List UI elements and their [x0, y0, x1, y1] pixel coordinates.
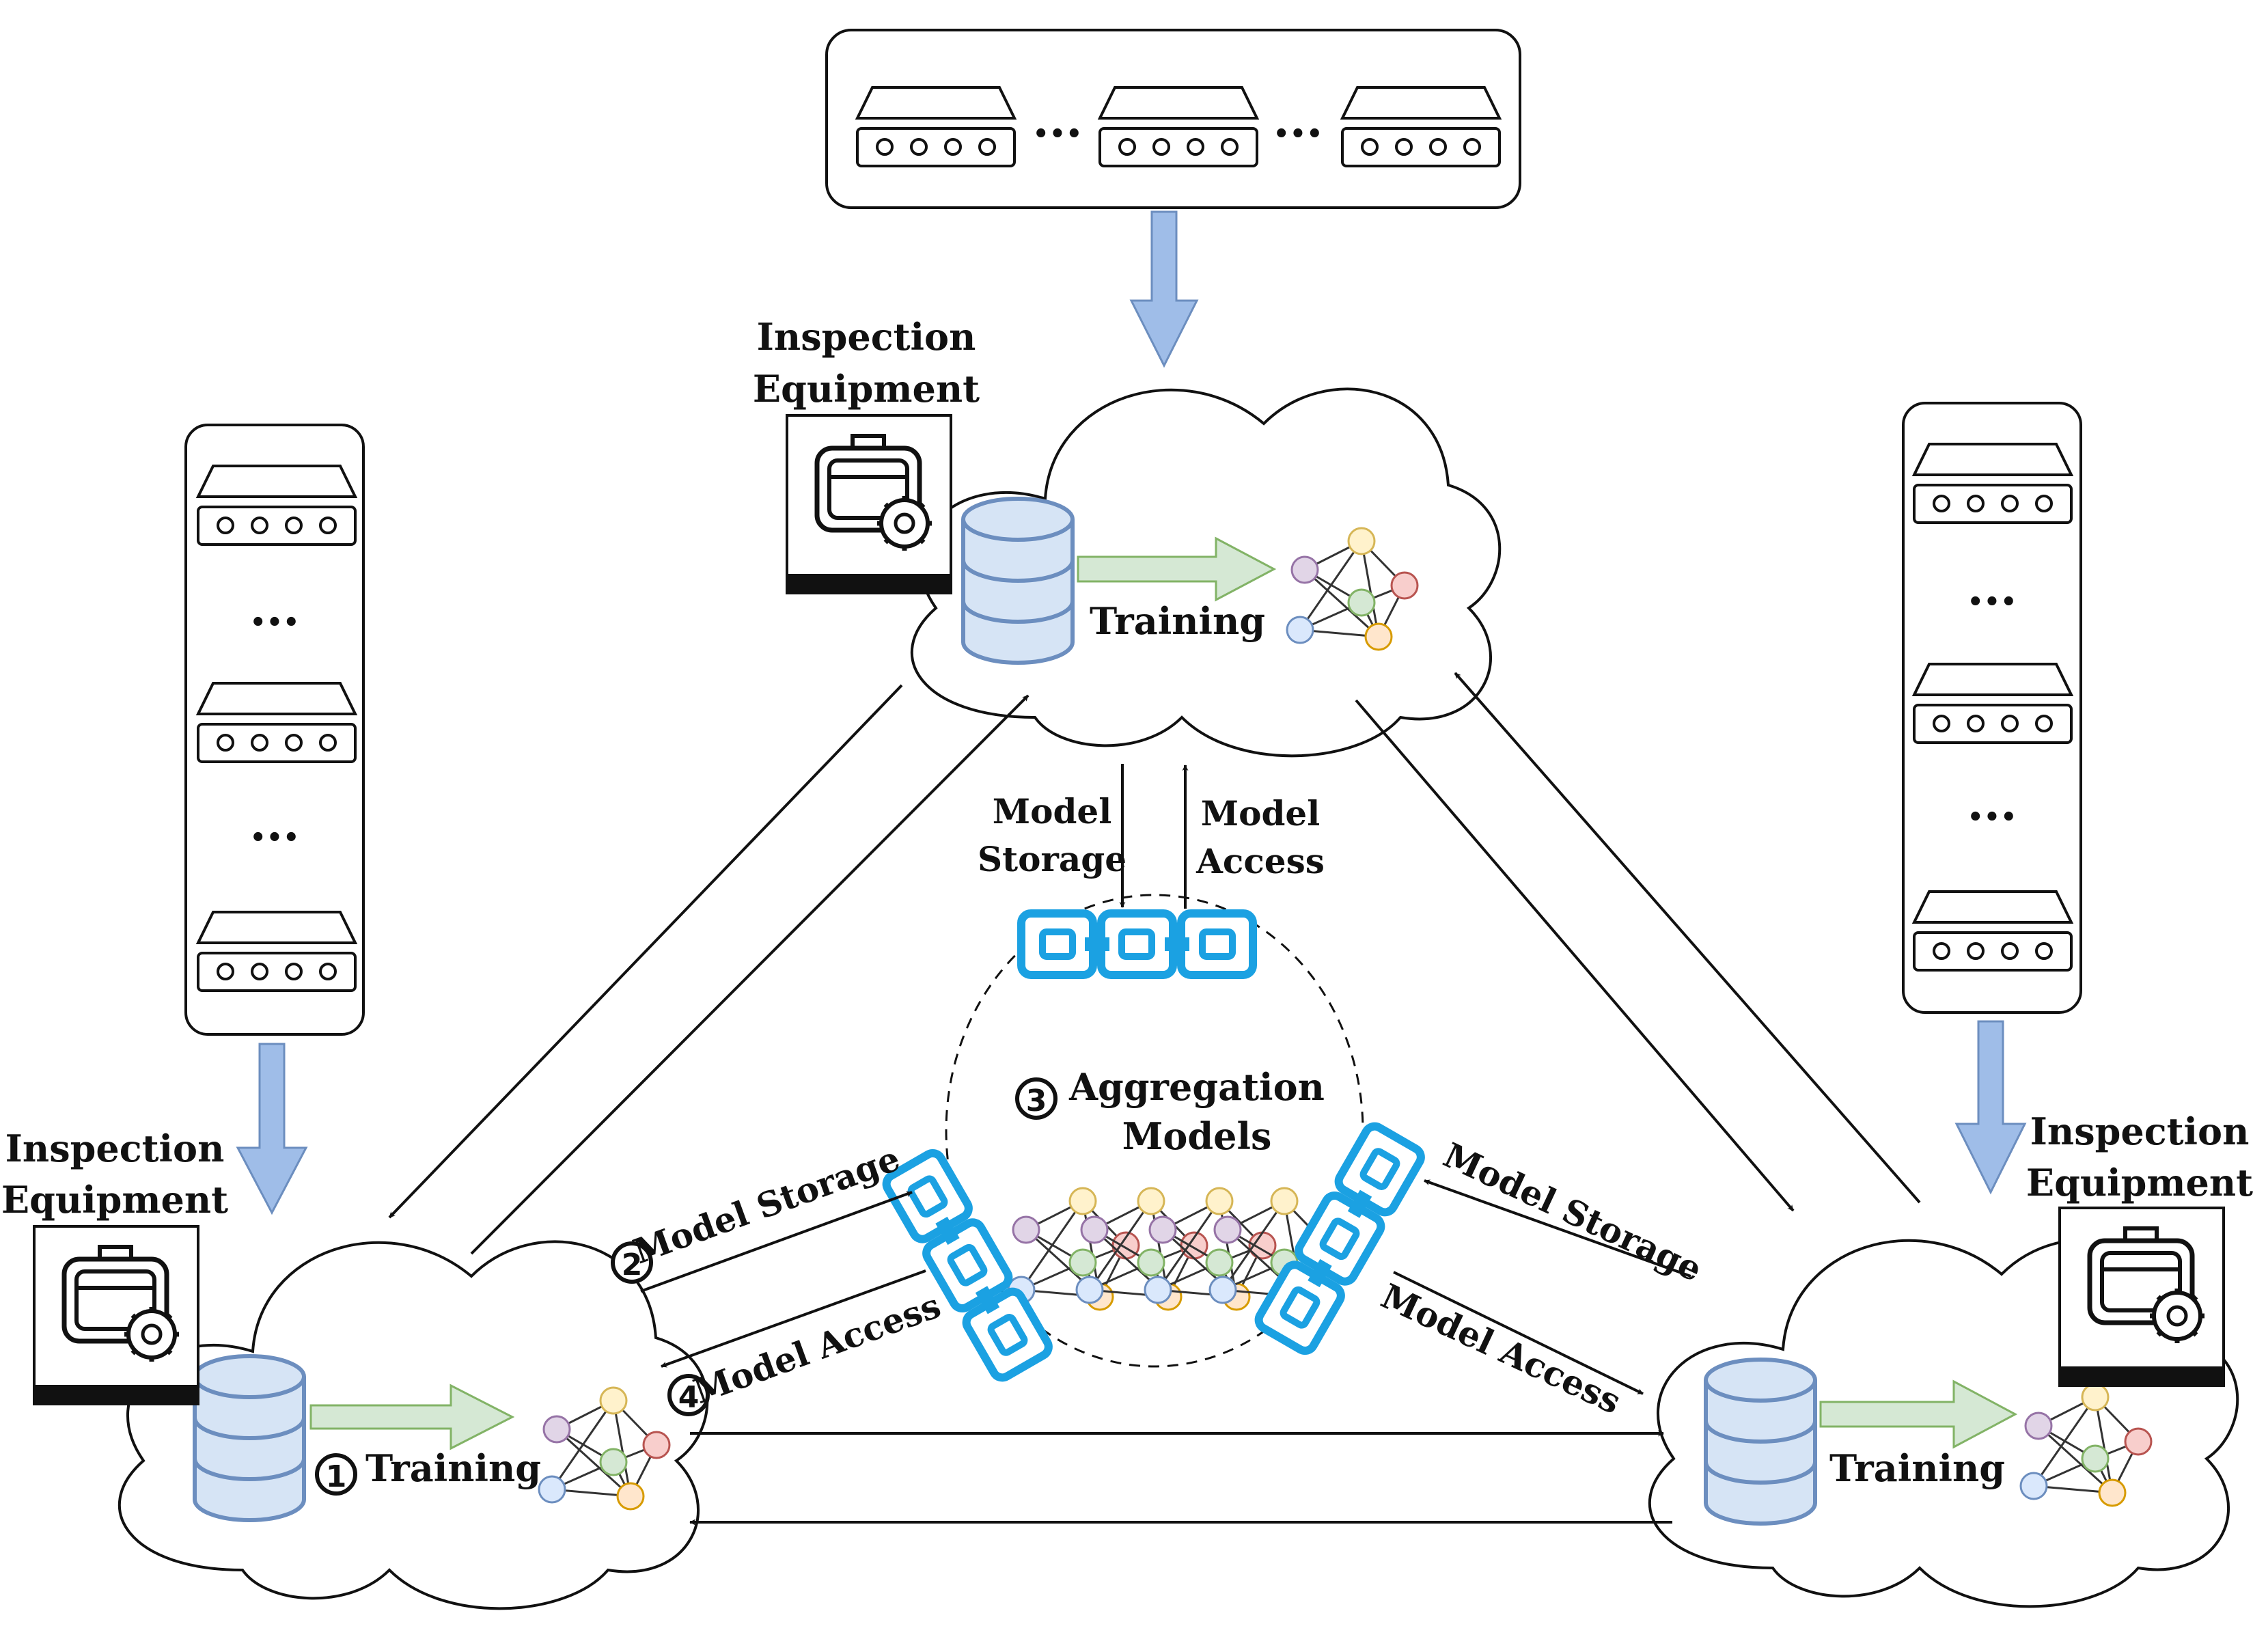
inspection-equipment-top: Inspection Equipment — [753, 315, 980, 593]
inspection-equipment-right: Inspection Equipment — [2026, 1110, 2253, 1386]
database-icon — [1706, 1360, 1815, 1524]
model-storage-arrow-right — [1424, 1179, 1691, 1278]
ellipsis: ... — [249, 795, 299, 852]
svg-text:Equipment: Equipment — [1, 1178, 228, 1222]
training-group-left: 1 Training — [195, 1356, 671, 1520]
step-3-badge: 3 — [1017, 1079, 1055, 1118]
model-access-label: Model Access — [689, 1285, 946, 1412]
server-group-left: ... ... — [184, 424, 365, 1036]
data-flow-arrows — [236, 210, 2027, 1215]
training-arrow — [1077, 536, 1277, 602]
svg-text:3: 3 — [1026, 1084, 1047, 1118]
svg-text:Inspection: Inspection — [757, 315, 976, 359]
model-access-label: Model Access — [1375, 1276, 1627, 1422]
inspection-equipment-icon — [2060, 1208, 2224, 1386]
model-storage-arrow-left — [640, 1191, 913, 1293]
model-access-arrow-left — [661, 1269, 926, 1368]
model-storage-label: Model — [993, 791, 1111, 831]
model-access-arrow-right — [1393, 1271, 1644, 1395]
ellipsis: ... — [1273, 92, 1323, 148]
model-storage-label: Storage — [978, 839, 1126, 879]
link-top-to-right — [1355, 699, 1795, 1212]
svg-text:Equipment: Equipment — [2026, 1161, 2253, 1204]
model-access-label: Model — [1201, 793, 1320, 834]
aggregation-label: Models — [1122, 1114, 1272, 1158]
peer-links — [388, 672, 1921, 1526]
ellipsis: ... — [1967, 775, 2017, 831]
training-arrow — [1819, 1379, 2018, 1449]
aggregation-area: 3 Aggregation Models — [883, 894, 1424, 1381]
svg-text:Equipment: Equipment — [753, 367, 980, 411]
inspection-equipment-icon — [34, 1226, 198, 1404]
training-label: Training — [1829, 1446, 2005, 1490]
link-right-to-top — [1454, 672, 1921, 1204]
step-1-badge: 1 — [317, 1455, 355, 1494]
training-group-top: Training — [963, 499, 1419, 663]
ellipsis: ... — [1032, 92, 1082, 148]
blockchain-link-icon — [1021, 913, 1253, 975]
model-access-label: Access — [1195, 841, 1325, 881]
model-storage-label: Model Storage — [628, 1138, 904, 1272]
svg-text:1: 1 — [326, 1459, 347, 1494]
ellipsis: ... — [1967, 560, 2017, 616]
link-top-to-left — [388, 684, 903, 1219]
server-group-right: ... ... — [1902, 402, 2082, 1014]
step-4-badge: 4 — [669, 1376, 708, 1415]
data-flow-arrow-top — [1129, 210, 1199, 368]
inspection-equipment-icon — [787, 415, 951, 593]
svg-text:4: 4 — [678, 1380, 700, 1415]
training-label: Training — [365, 1446, 541, 1490]
database-icon — [963, 499, 1073, 663]
model-exchange-right: Model Storage Model Access — [1375, 1135, 1709, 1422]
svg-text:2: 2 — [622, 1248, 643, 1282]
server-group-top: ... ... — [825, 29, 1521, 209]
inspection-equipment-left: Inspection Equipment — [1, 1127, 228, 1404]
model-exchange-top: Model Storage Model Access — [978, 764, 1325, 909]
database-icon — [195, 1356, 304, 1520]
training-label: Training — [1090, 599, 1265, 643]
svg-text:Inspection: Inspection — [2030, 1110, 2250, 1153]
step-2-badge: 2 — [613, 1243, 651, 1282]
aggregation-label: Aggregation — [1068, 1065, 1325, 1109]
svg-text:Inspection: Inspection — [5, 1127, 225, 1170]
ellipsis: ... — [249, 580, 299, 637]
model-storage-label: Model Storage — [1437, 1135, 1708, 1290]
blockchain-link-icon — [883, 1150, 1052, 1381]
training-group-right: Training — [1706, 1360, 2153, 1524]
training-arrow — [309, 1383, 515, 1450]
data-flow-arrow-left — [236, 1043, 308, 1215]
data-flow-arrow-right — [1954, 1020, 2027, 1195]
link-left-to-top — [470, 694, 1029, 1255]
